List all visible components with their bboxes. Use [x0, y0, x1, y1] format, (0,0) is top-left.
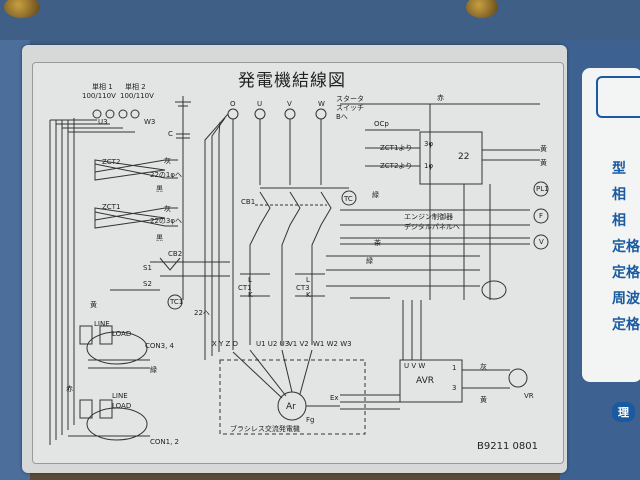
label-load-2: LOAD [112, 402, 132, 410]
label-ct3-k: K [306, 291, 311, 299]
label-zct1: ZCT1 [102, 203, 121, 211]
label-w123: W1 W2 W3 [313, 340, 352, 348]
serial-number: B9211 0801 [477, 441, 538, 452]
label-xyzo: X Y Z O [212, 340, 239, 348]
spec-label-6: 周波 [612, 291, 640, 307]
label-u123: U1 U2 U3 [256, 340, 290, 348]
label-to-22-1phase: 22の1φへ [150, 171, 182, 179]
label-line-1: LINE [94, 320, 110, 328]
label-gray-3: 灰 [480, 363, 487, 371]
label-single-phase-2: 単相 2 [125, 83, 146, 91]
spec-label-4: 定格 [612, 239, 640, 255]
label-yellow-4: 黄 [480, 396, 487, 404]
label-tc1: TC1 [170, 298, 184, 306]
label-ocp: OCp [374, 120, 389, 128]
spec-label-3: 相 [612, 213, 626, 229]
terminal-v: V [287, 100, 292, 108]
label-red-2: 赤 [66, 385, 73, 393]
label-yellow-3: 黄 [90, 301, 97, 309]
label-black-2: 黒 [156, 234, 163, 242]
label-red-top: 赤 [437, 94, 444, 102]
bolt-top-left [4, 0, 40, 18]
label-ct1-k: K [248, 291, 253, 299]
label-brushless-generator: ブラシレス交流発電機 [230, 425, 300, 433]
label-armature: Ar [286, 402, 296, 412]
label-brown: 茶 [374, 239, 381, 247]
label-capacitor: C [168, 130, 173, 138]
label-3phase: 3φ [424, 140, 434, 148]
label-pl1: PL1 [536, 185, 549, 193]
label-engine-controller: エンジン制御器 [404, 213, 453, 221]
label-vr: VR [524, 392, 534, 400]
label-ct1: CT1 [238, 284, 252, 292]
label-avr-3: 3 [452, 384, 457, 392]
label-1phase: 1φ [424, 162, 434, 170]
label-switch: スイッチ [336, 104, 364, 112]
label-yellow-1: 黄 [540, 145, 547, 153]
label-con34: CON3, 4 [145, 342, 174, 350]
diagram-title: 発電機結線図 [238, 71, 346, 91]
terminal-w3: W3 [144, 118, 156, 126]
spec-label-8: 理 [612, 402, 635, 422]
label-zct1-from: ZCT1より [380, 144, 413, 152]
label-green-3: 緑 [150, 366, 157, 374]
label-zct2-from: ZCT2より [380, 162, 413, 170]
label-starter: スタータ [336, 95, 364, 103]
label-v-meter: V [539, 238, 544, 246]
label-cb1: CB1 [241, 198, 256, 206]
terminal-u3: U3 [98, 118, 108, 126]
label-ct3-l: L [306, 276, 310, 284]
label-ct3: CT3 [296, 284, 310, 292]
label-to-22: 22へ [194, 309, 210, 317]
label-gray-1: 灰 [164, 157, 171, 165]
label-tc: TC [344, 195, 353, 203]
terminal-w: W [318, 100, 325, 108]
label-digital-panel: デジタルパネルへ [404, 223, 460, 231]
spec-plate [582, 68, 640, 382]
label-b-to: Bへ [336, 113, 348, 121]
spec-label-2: 相 [612, 187, 626, 203]
label-to-22-3phase: 22の3φへ [150, 217, 182, 225]
label-black-1: 黒 [156, 185, 163, 193]
label-v12: V1 V2 [288, 340, 309, 348]
label-zct2: ZCT2 [102, 158, 121, 166]
spec-plate-header [596, 76, 640, 118]
spec-label-1: 型 [612, 161, 626, 177]
label-green-1: 緑 [372, 191, 379, 199]
label-green-2: 緑 [366, 257, 373, 265]
label-ct1-l: L [248, 276, 252, 284]
label-con12: CON1, 2 [150, 438, 179, 446]
label-s1: S1 [143, 264, 152, 272]
label-f: F [539, 212, 544, 220]
label-22-box: 22 [458, 152, 470, 162]
label-load-1: LOAD [112, 330, 132, 338]
bolt-top-right [466, 0, 498, 18]
label-s2: S2 [143, 280, 152, 288]
label-gray-2: 灰 [164, 205, 171, 213]
label-exciter: Ex [330, 394, 339, 402]
label-single-phase-2-voltage: 100/110V [120, 92, 154, 100]
label-fg: Fg [306, 416, 315, 424]
label-avr-1: 1 [452, 364, 457, 372]
label-cb2: CB2 [168, 250, 183, 258]
label-single-phase-1-voltage: 100/110V [82, 92, 116, 100]
label-yellow-2: 黄 [540, 159, 547, 167]
label-uvw: U V W [404, 362, 426, 370]
label-line-2: LINE [112, 392, 128, 400]
label-avr: AVR [416, 376, 434, 386]
terminal-o: O [230, 100, 236, 108]
spec-label-5: 定格 [612, 265, 640, 281]
diagram-panel [32, 62, 564, 464]
terminal-u: U [257, 100, 263, 108]
label-single-phase-1: 単相 1 [92, 83, 113, 91]
spec-label-7: 定格 [612, 317, 640, 333]
